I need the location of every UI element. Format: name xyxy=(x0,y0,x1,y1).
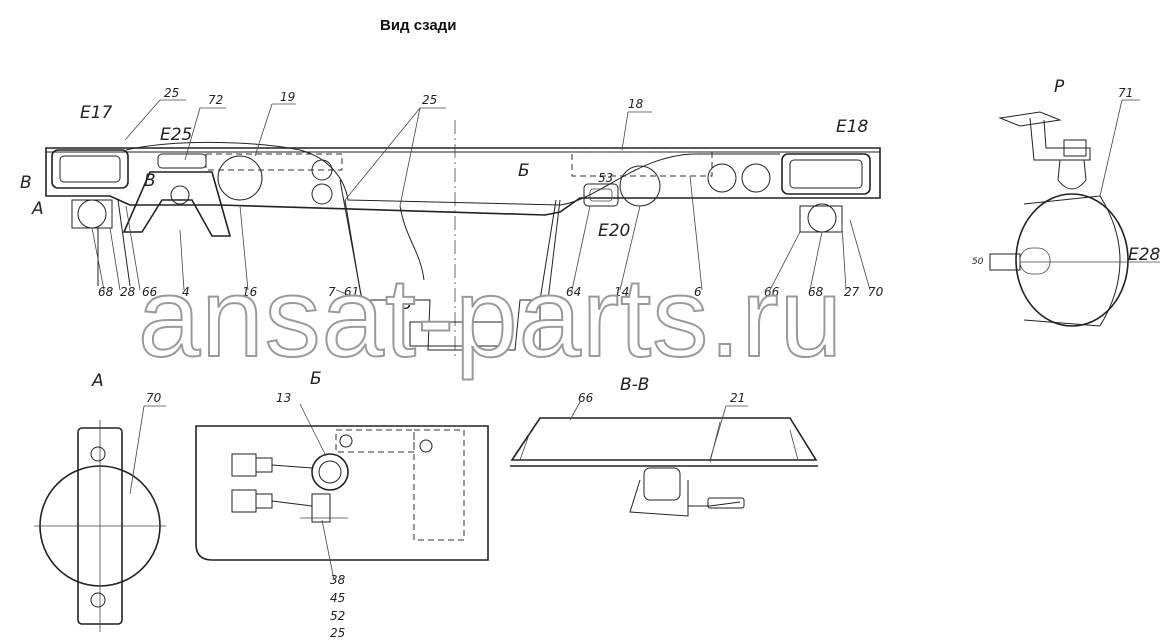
section-vv-lamp xyxy=(510,401,818,517)
label-13: 13 xyxy=(276,391,291,405)
label-section-r-view: Р xyxy=(1054,77,1065,97)
label-6: 6 xyxy=(694,285,702,299)
label-25-detail: 25 xyxy=(330,626,345,640)
label-25-left: 25 xyxy=(164,86,179,100)
label-66-right: 66 xyxy=(764,285,780,299)
label-52: 52 xyxy=(330,609,345,623)
detail-a-lamp xyxy=(34,405,166,632)
label-7: 7 xyxy=(328,285,336,299)
label-70-detail: 70 xyxy=(146,391,162,405)
label-e25: Е25 xyxy=(160,125,192,145)
label-16: 16 xyxy=(242,285,258,299)
label-53: 53 xyxy=(598,171,613,185)
label-14: 14 xyxy=(614,285,629,299)
view-r-work-lamp xyxy=(989,99,1160,327)
label-e28: Е28 xyxy=(1128,245,1161,265)
label-section-v-left: В xyxy=(20,173,32,193)
detail-b-title: Б xyxy=(310,369,322,389)
label-50: 50 xyxy=(972,257,984,267)
label-64: 64 xyxy=(566,285,581,299)
label-28: 28 xyxy=(120,285,136,299)
label-e18: Е18 xyxy=(836,117,869,137)
detail-b-connector xyxy=(195,403,489,581)
rear-bumper-assembly xyxy=(45,99,881,360)
label-45: 45 xyxy=(330,591,345,605)
label-section-b: Б xyxy=(518,161,530,181)
detail-a-title: А xyxy=(91,371,104,391)
label-25-center: 25 xyxy=(422,93,437,107)
label-e17: Е17 xyxy=(80,103,113,123)
label-70-top: 70 xyxy=(868,285,884,299)
label-61: 61 xyxy=(344,285,359,299)
label-66-left: 66 xyxy=(142,285,158,299)
label-38: 38 xyxy=(330,573,346,587)
label-18: 18 xyxy=(628,97,644,111)
label-section-a: А xyxy=(31,199,44,219)
label-72: 72 xyxy=(208,93,223,107)
label-section-v-right: В xyxy=(144,171,156,191)
section-vv-title: В-В xyxy=(620,375,649,395)
label-71: 71 xyxy=(1118,86,1133,100)
label-section-r: Р xyxy=(400,299,411,319)
label-68-left: 68 xyxy=(98,285,114,299)
page-title: Вид сзади xyxy=(380,17,456,34)
label-68-right: 68 xyxy=(808,285,824,299)
label-27: 27 xyxy=(844,285,860,299)
watermark: ansat-parts.ru xyxy=(138,255,843,380)
label-4: 4 xyxy=(182,285,190,299)
label-e20: Е20 xyxy=(598,221,630,241)
label-21: 21 xyxy=(730,391,745,405)
label-19: 19 xyxy=(280,90,295,104)
label-66-detail: 66 xyxy=(578,391,594,405)
